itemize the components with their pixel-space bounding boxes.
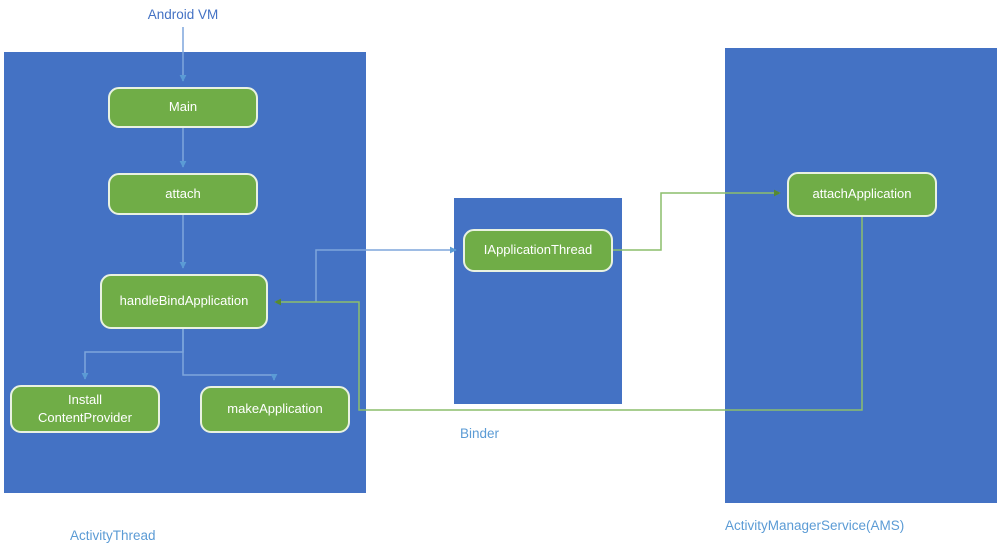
node-attach-label: attach [165,185,201,201]
node-handle-bind-application: handleBindApplication [100,274,268,329]
node-handle-bind-application-label: handleBindApplication [119,293,249,309]
node-attach-application-label: attachApplication [812,186,912,202]
container-ams [725,48,997,503]
node-install-content-provider-label: Install ContentProvider [38,391,132,425]
node-attach-application: attachApplication [787,172,937,217]
activitythread-label: ActivityThread [70,528,156,543]
ams-label: ActivityManagerService(AMS) [725,518,905,533]
node-iapplication-thread-label: IApplicationThread [483,242,593,258]
node-main-label: Main [168,99,198,115]
node-make-application: makeApplication [200,386,350,433]
android-vm-label: Android VM [147,7,219,22]
node-main: Main [108,87,258,128]
binder-label: Binder [460,426,500,441]
node-make-application-label: makeApplication [227,401,323,417]
node-install-content-provider: Install ContentProvider [10,385,160,433]
node-iapplication-thread: IApplicationThread [463,229,613,272]
node-attach: attach [108,173,258,215]
